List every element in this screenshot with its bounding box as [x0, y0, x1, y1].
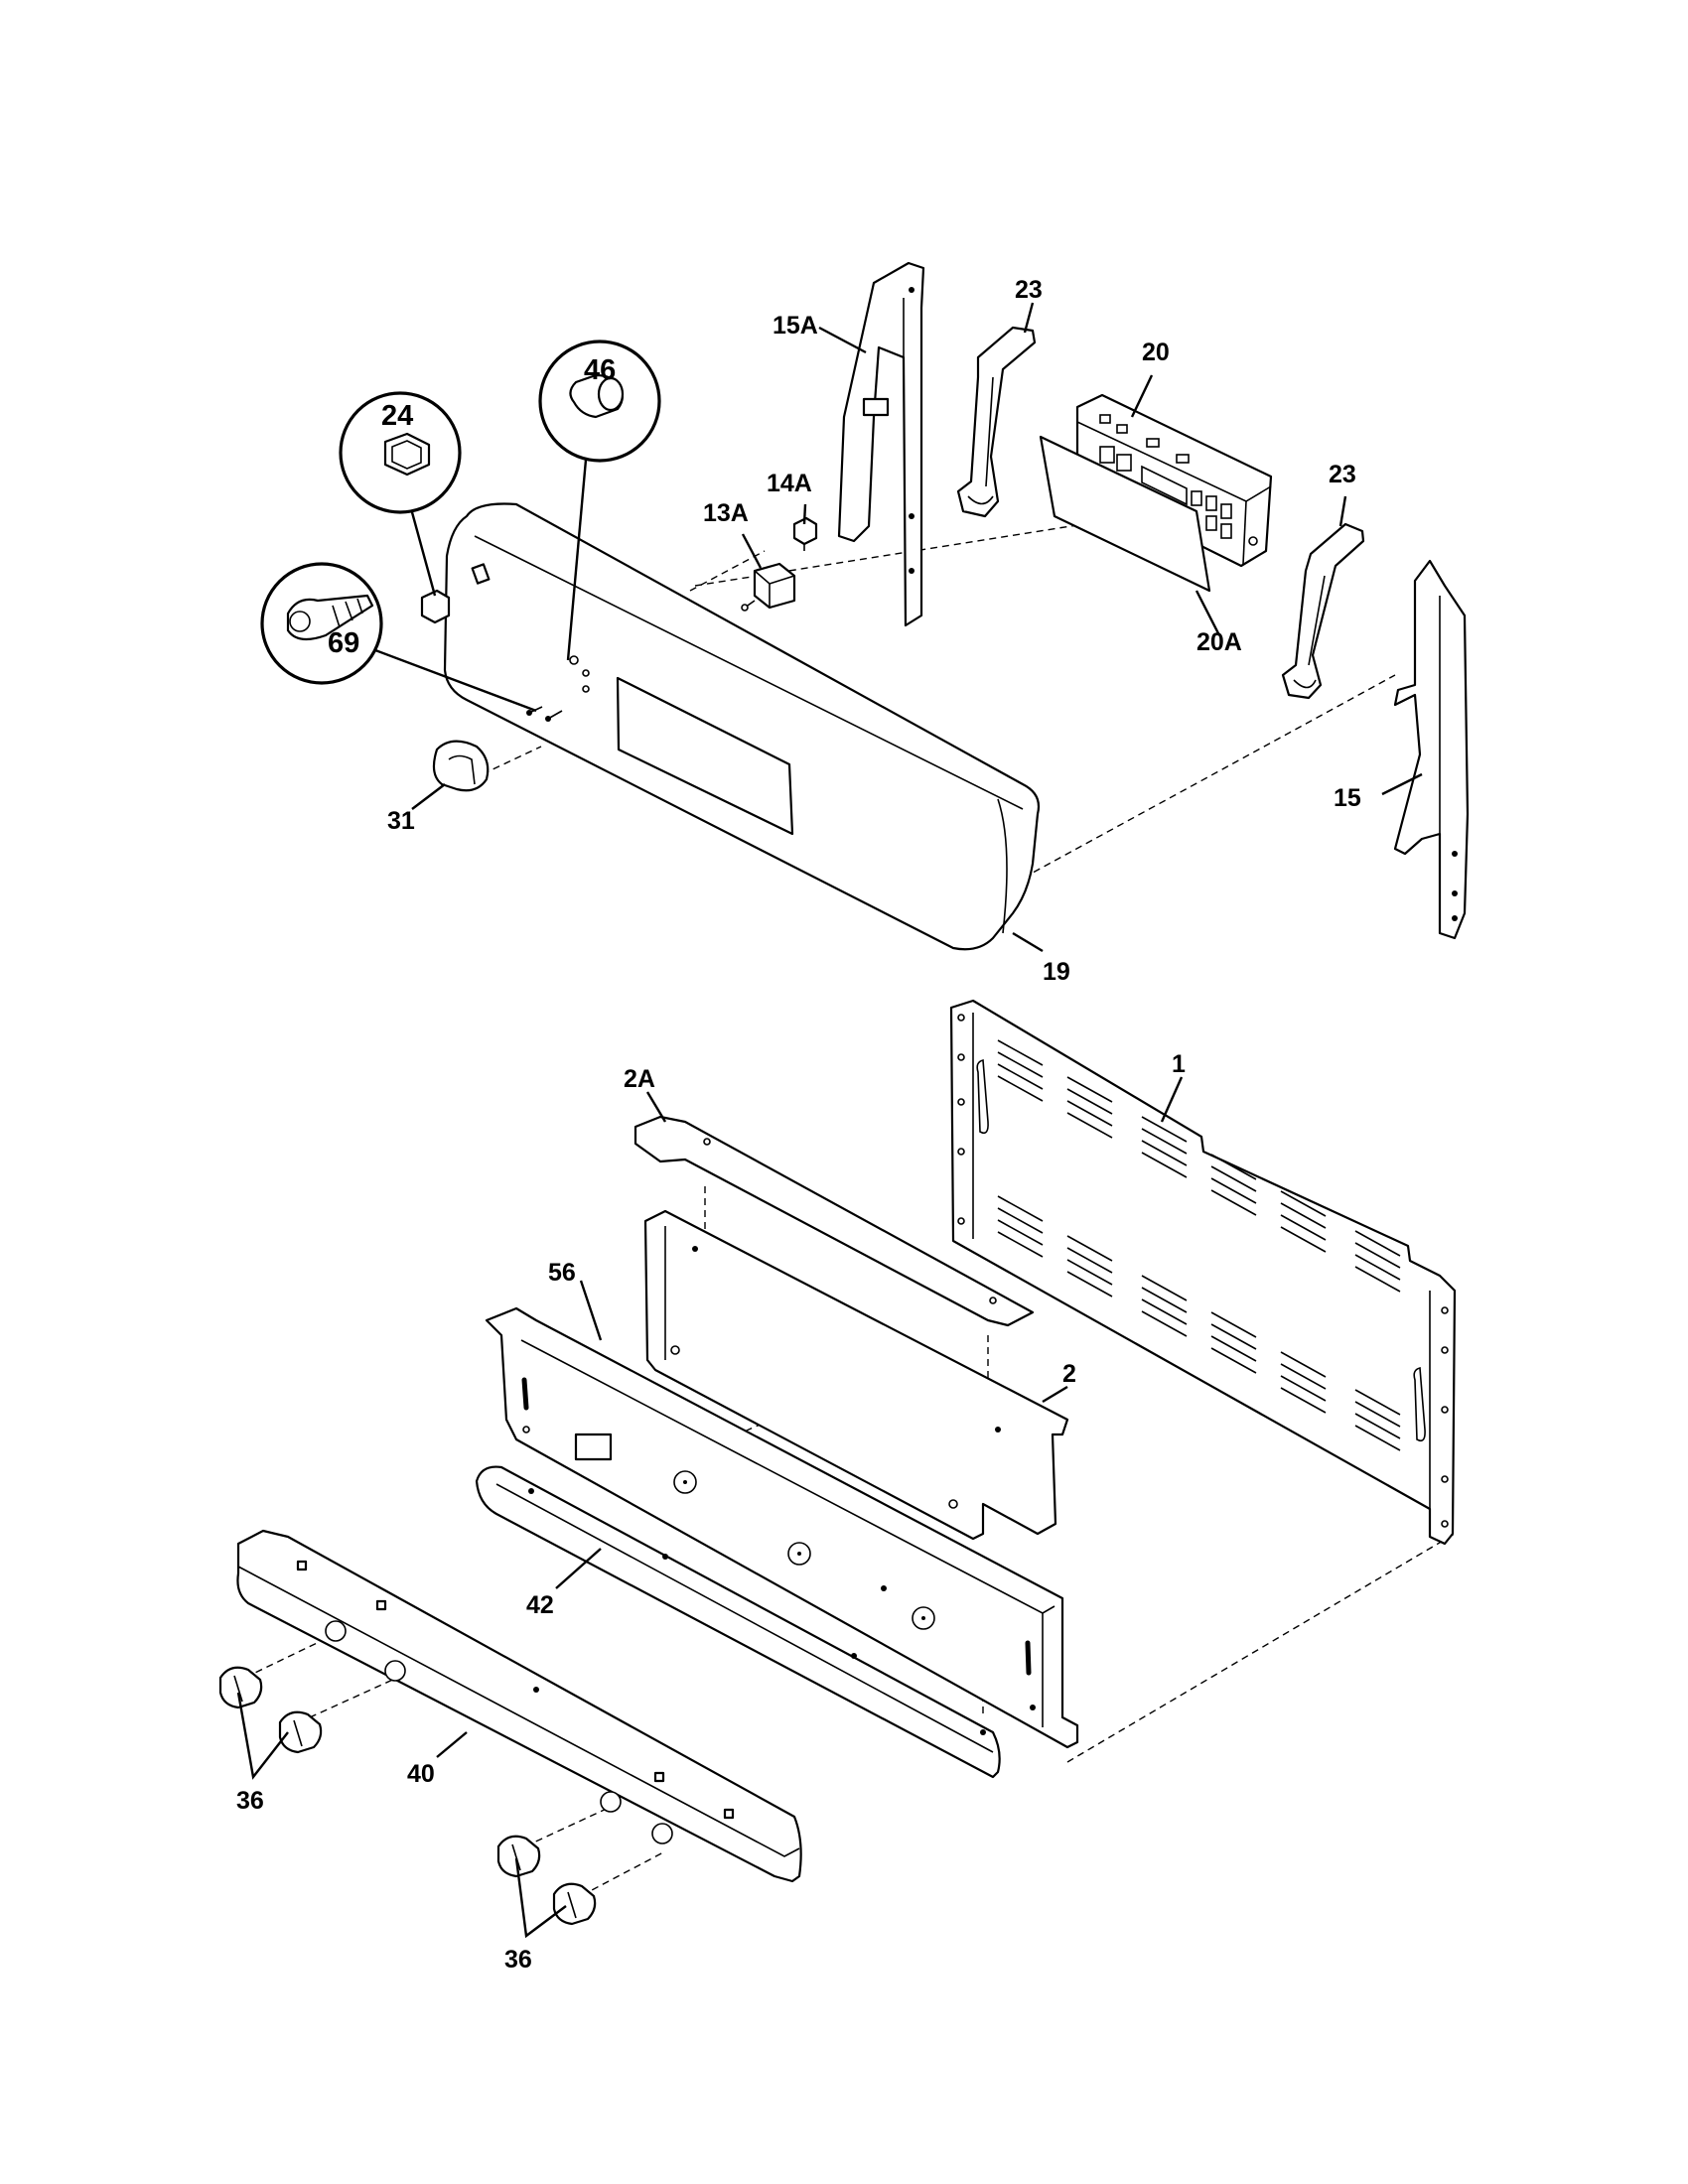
- callout-24: [339, 391, 462, 597]
- knobs-36-left: [218, 1666, 323, 1754]
- side-trim-15A: [837, 261, 925, 627]
- label-42: 42: [526, 1591, 554, 1619]
- label-40: 40: [407, 1760, 435, 1788]
- panel-2: [643, 1209, 1069, 1541]
- label-13A: 13A: [703, 499, 749, 527]
- shield-2A: [633, 1115, 1035, 1327]
- side-trim-15: [1393, 559, 1470, 940]
- rear-panel-1: [949, 999, 1457, 1546]
- label-31: 31: [387, 807, 415, 835]
- label-56: 56: [548, 1259, 576, 1287]
- label-2: 2: [1062, 1360, 1076, 1388]
- bracket-23-upper: [956, 326, 1037, 518]
- switch-13A: [741, 562, 796, 612]
- manifold-cover-40: [236, 1529, 802, 1883]
- label-36-left: 36: [236, 1787, 264, 1815]
- label-69: 69: [328, 627, 359, 659]
- label-2A: 2A: [624, 1065, 655, 1093]
- label-23-upper: 23: [1015, 276, 1043, 304]
- manifold-panel-56: [485, 1306, 1079, 1749]
- label-46: 46: [584, 354, 616, 386]
- label-14A: 14A: [767, 470, 812, 497]
- overlay-20A: [1039, 435, 1211, 593]
- label-15: 15: [1334, 784, 1361, 812]
- label-1: 1: [1172, 1050, 1186, 1078]
- bracket-23-lower: [1281, 522, 1365, 700]
- leader-lines: [236, 302, 1423, 1939]
- callout-46: [538, 340, 661, 661]
- control-panel-19: [443, 502, 1041, 951]
- label-36-right: 36: [504, 1946, 532, 1974]
- label-23-lower: 23: [1329, 461, 1356, 488]
- knob-31: [432, 740, 490, 792]
- vent-slots: [997, 1039, 1401, 1451]
- indicator-14A: [792, 516, 818, 551]
- trim-strip-42: [475, 1465, 1001, 1779]
- label-20A: 20A: [1196, 628, 1242, 656]
- label-15A: 15A: [773, 312, 818, 340]
- label-19: 19: [1043, 958, 1070, 986]
- knobs-36-right: [496, 1835, 597, 1926]
- label-20: 20: [1142, 339, 1170, 366]
- label-24: 24: [381, 400, 413, 432]
- rocker-switch-24-installed: [420, 589, 451, 624]
- part-labels: 1 2 2A 13A 14A 15 15A 19 20 20A 23 23 24…: [236, 276, 1361, 1974]
- callout-69: [260, 562, 537, 713]
